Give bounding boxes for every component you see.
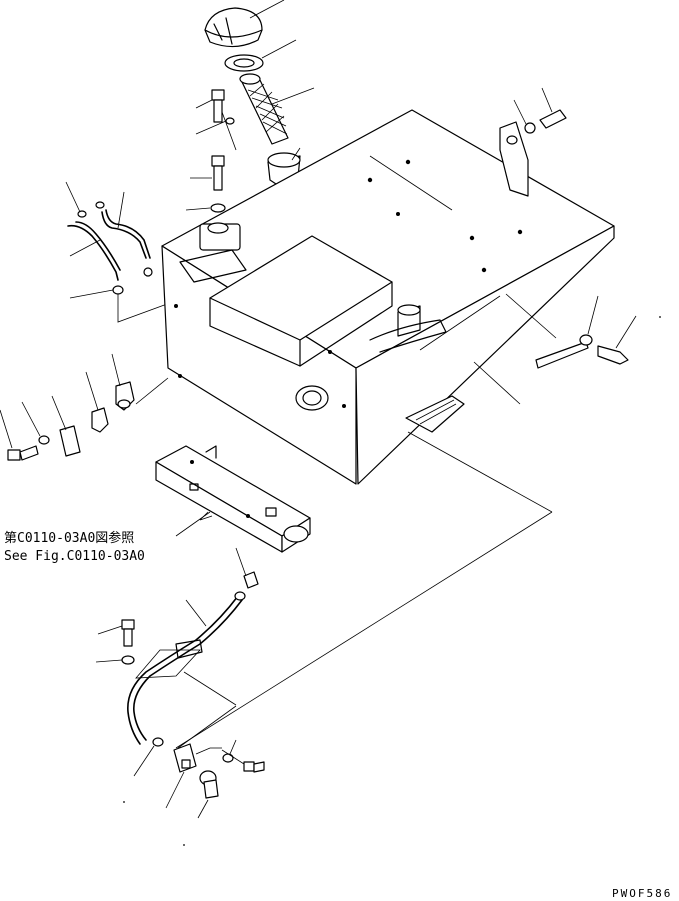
drawing-code: PWOF586 (612, 887, 672, 900)
bolt-top-left (195, 89, 237, 151)
strap-wingbolt (535, 295, 637, 369)
bolt-lower (95, 619, 135, 665)
washer-mid (185, 203, 226, 213)
leader-lines (123, 316, 661, 846)
drain-fitting (235, 547, 259, 589)
sub-tank (155, 445, 311, 553)
fuel-tank (161, 109, 615, 485)
bolt-mid (190, 155, 225, 191)
washer-top-left (195, 117, 235, 135)
reference-english: See Fig.C0110-03A0 (4, 549, 145, 564)
reference-japanese: 第C0110-03A0図参照 (4, 530, 134, 546)
strainer-filter (239, 73, 315, 145)
fuel-cap (204, 0, 285, 48)
drain-hose (127, 591, 246, 745)
hose-fittings (65, 181, 179, 323)
elbow-fittings (0, 353, 169, 461)
cap-gasket (224, 39, 297, 72)
bolt-top-right (513, 87, 567, 134)
drain-valve (133, 737, 265, 819)
